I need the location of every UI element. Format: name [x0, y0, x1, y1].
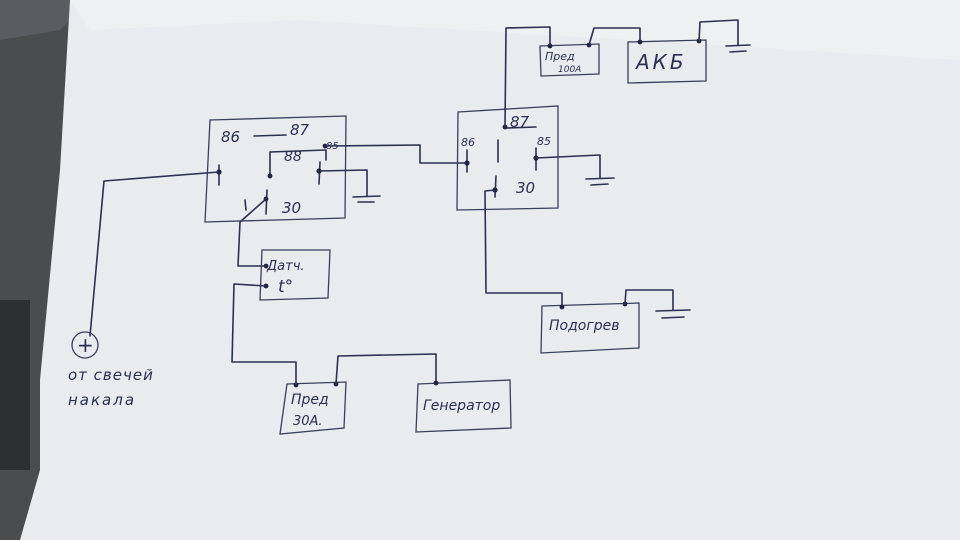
preheater-label: Подогрев: [549, 318, 619, 334]
desk-object: [0, 300, 30, 470]
desk-shadow: [0, 0, 90, 40]
wire-30-to-preheater: [484, 189, 563, 308]
ground-preheater-a: [655, 309, 691, 312]
relay-left-pin-88: 88: [284, 149, 302, 165]
relay-right-87-bar: [505, 126, 537, 129]
relay-right-pin-87: 87: [510, 113, 530, 131]
temp-sensor-box: [259, 249, 331, 301]
ground-right-a: [585, 177, 615, 180]
relay-left-88-bar: [269, 149, 327, 161]
relay-right-pin-86: 86: [461, 136, 475, 149]
fuse-100a-box: [539, 43, 600, 77]
fuse-30a-line1: Пред: [291, 392, 329, 408]
temp-sensor-line1: Датч.: [266, 259, 305, 274]
ground-battery-b: [729, 50, 747, 53]
battery-pin-plus: [637, 39, 643, 45]
wire-preheater-ground: [624, 289, 674, 311]
wire-88-to-right-86: [324, 144, 468, 164]
relay-left-88-node: [267, 173, 273, 179]
plus-terminal-circle: [71, 331, 99, 359]
battery-box: [627, 39, 707, 84]
relay-left-30-contact: [265, 189, 268, 215]
relay-right-pin-85: 85: [537, 135, 551, 148]
ground-preheater-b: [661, 316, 685, 319]
generator-label: Генератор: [423, 398, 500, 414]
temp-sensor-line2: t°: [278, 277, 293, 297]
relay-left-pin-86: 86: [221, 128, 240, 146]
relay-right-86-node: [464, 160, 470, 166]
fuse-30a-box: [279, 381, 347, 435]
fuse-30a-line2: 30А.: [293, 414, 323, 429]
relay-left-pin-87: 87: [290, 121, 310, 139]
relay-right-pin-30: 30: [516, 179, 535, 197]
wire-fuse-to-battery: [588, 27, 641, 46]
wire-fuse-30a-to-generator: [335, 353, 437, 385]
fuse-100a-line2: 100А: [558, 65, 581, 75]
plus-terminal-line2: накала: [68, 391, 136, 409]
fuse-30a-pin-left: [293, 382, 299, 388]
wire-right-85-ground: [535, 154, 601, 179]
plus-terminal-line1: от свечей: [68, 366, 154, 384]
preheater-pin-left: [559, 304, 565, 310]
ground-left-a: [352, 195, 381, 198]
relay-left-87-stroke: [253, 134, 287, 137]
ground-battery-a: [725, 44, 751, 47]
plus-terminal-symbol: +: [77, 333, 94, 357]
battery-label: АКБ: [634, 50, 687, 74]
wire-plus-to-86: [89, 171, 220, 337]
fuse-100a-pin-left: [547, 43, 553, 49]
paper-sheet: [20, 0, 960, 540]
relay-right-30-contact: [494, 175, 497, 198]
relay-left-body: [204, 115, 347, 223]
relay-left-tick: [244, 199, 247, 211]
relay-left-pin-30: 30: [282, 199, 301, 217]
generator-box: [415, 379, 512, 433]
fuse-100a-line1: Пред: [545, 50, 575, 63]
wire-battery-ground: [698, 19, 739, 46]
preheater-box: [540, 302, 640, 354]
wire-sensor-to-fuse-30a: [231, 283, 297, 386]
ground-right-b: [590, 183, 609, 186]
generator-pin: [433, 380, 439, 386]
wire-87-to-fuse-100a: [504, 26, 551, 128]
wire-left-85-ground: [318, 169, 368, 197]
wire-30-to-sensor: [237, 198, 267, 267]
relay-right-body: [456, 105, 559, 211]
